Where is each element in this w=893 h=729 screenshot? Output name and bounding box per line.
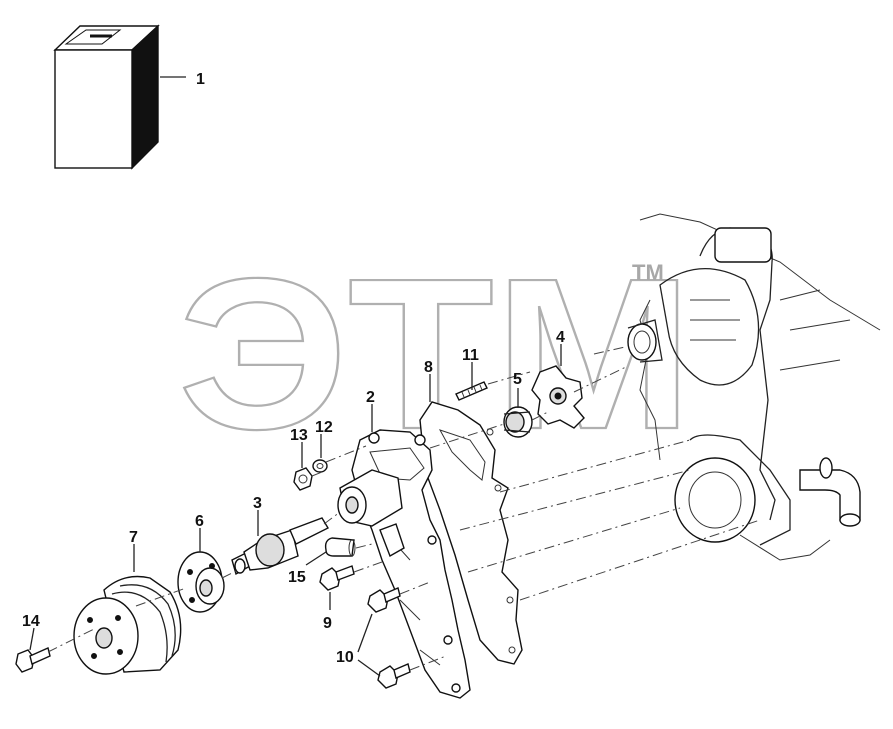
- stud: [455, 381, 488, 401]
- engine-block: [593, 213, 881, 561]
- callout-6: 6: [195, 513, 204, 530]
- callout-9: 9: [323, 615, 332, 632]
- callout-2: 2: [366, 389, 375, 406]
- kit-box: [53, 24, 186, 170]
- nut: [293, 467, 313, 491]
- water-pump-body: [337, 429, 471, 699]
- watermark-tm: TM: [632, 260, 664, 285]
- callout-4: 4: [556, 329, 565, 346]
- bolt-9: [319, 565, 355, 591]
- shaft-bearing: [231, 517, 329, 576]
- gasket: [419, 401, 523, 665]
- callout-13: 13: [290, 427, 308, 444]
- callout-10: 10: [336, 649, 354, 666]
- washer: [312, 459, 328, 473]
- callout-8: 8: [424, 359, 433, 376]
- bolt-10-upper: [367, 587, 401, 613]
- flange-hub: [177, 551, 225, 613]
- dowel: [324, 537, 356, 557]
- callout-14: 14: [22, 613, 40, 630]
- callout-15: 15: [288, 569, 306, 586]
- callout-12: 12: [315, 419, 333, 436]
- bolt-10-lower: [377, 663, 411, 689]
- callout-3: 3: [253, 495, 262, 512]
- leader-lines: [29, 344, 562, 677]
- callout-5: 5: [513, 371, 522, 388]
- pulley-bolt: [15, 647, 51, 673]
- seal: [503, 406, 533, 438]
- assembly-lines: [47, 365, 761, 671]
- callout-7: 7: [129, 529, 138, 546]
- callouts: 1 2 3 4 5 6 7 8 9 10 11 12 13 14 15: [22, 71, 565, 666]
- pulley: [73, 575, 182, 675]
- callout-11: 11: [462, 347, 479, 364]
- impeller: [531, 365, 585, 429]
- callout-1: 1: [196, 71, 205, 88]
